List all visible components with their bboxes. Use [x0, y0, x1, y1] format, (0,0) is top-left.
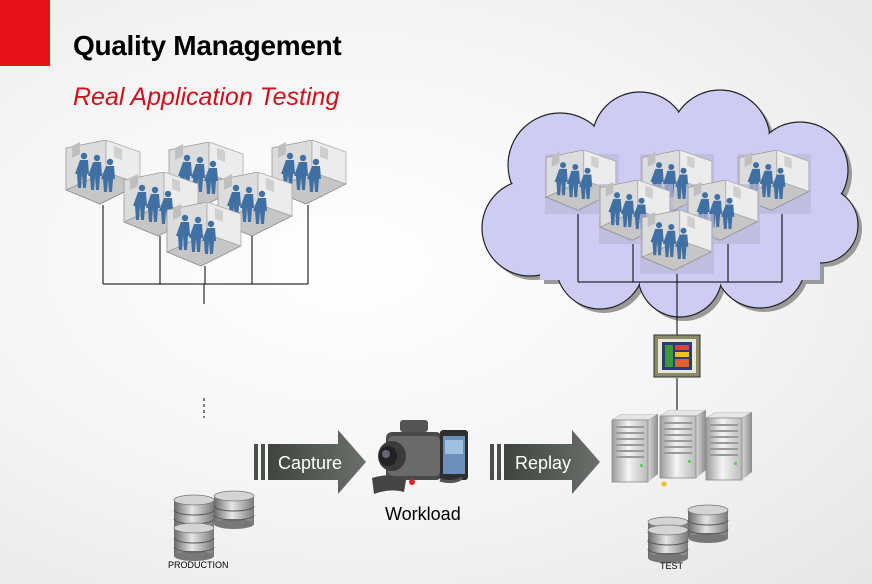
test-databases	[647, 504, 729, 564]
workload-label: Workload	[385, 504, 461, 524]
server-rack-icon	[659, 410, 707, 479]
slide-subtitle: Real Application Testing	[73, 83, 340, 111]
brand-accent-square	[0, 0, 50, 66]
server-rack-icon	[611, 414, 659, 483]
status-dot	[661, 481, 667, 487]
replay-label: Replay	[515, 453, 571, 473]
test-user-groups	[545, 150, 811, 274]
database-icon	[173, 522, 215, 562]
slide-title: Quality Management	[73, 30, 342, 61]
capture-label: Capture	[278, 453, 342, 473]
production-user-groups	[65, 140, 347, 267]
video-camera-icon	[372, 420, 468, 494]
test-app-servers	[611, 410, 753, 483]
database-icon	[213, 490, 255, 530]
monitor-app-icon	[653, 334, 701, 378]
capture-arrow: Capture	[254, 430, 366, 494]
database-icon	[647, 524, 689, 564]
production-label: PRODUCTION	[168, 560, 229, 570]
replay-arrow: Replay	[490, 430, 600, 494]
test-network-lines	[577, 214, 783, 412]
test-label: TEST	[660, 561, 684, 571]
user-group-icon	[166, 202, 242, 267]
server-rack-icon	[705, 412, 753, 481]
production-network-lines	[102, 205, 309, 418]
production-databases	[173, 490, 255, 562]
database-icon	[687, 504, 729, 544]
